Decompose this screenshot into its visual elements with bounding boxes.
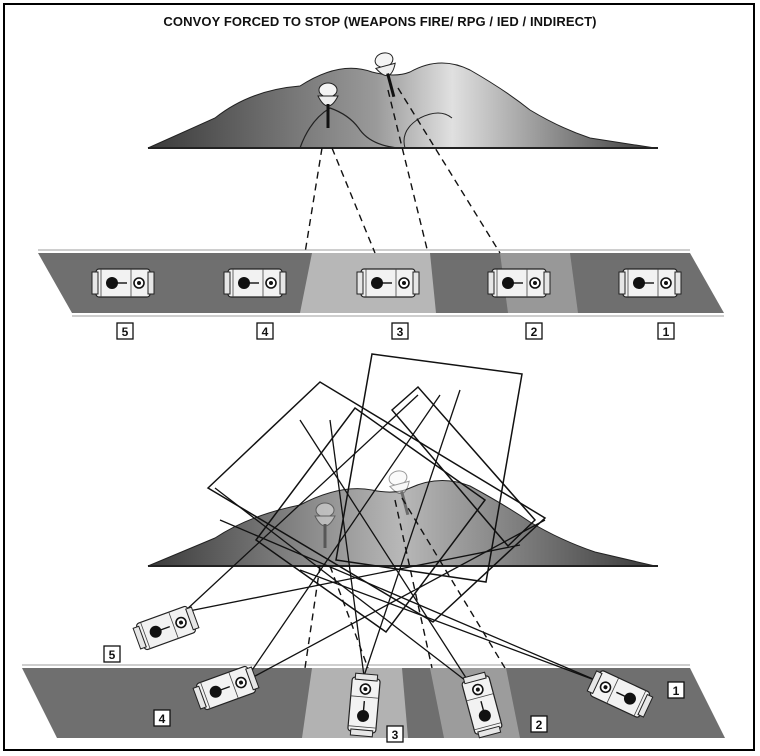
top-label-1: 1 [657, 322, 675, 340]
hill-bottom [147, 480, 656, 567]
top-label-2: 2 [525, 322, 543, 340]
vehicle-3-bottom-icon [346, 672, 382, 738]
vehicle-5-top-icon [91, 268, 155, 298]
top-label-3: 3 [391, 322, 409, 340]
bottom-label-1: 1 [667, 681, 685, 699]
bottom-label-5: 5 [103, 645, 121, 663]
bottom-label-2: 2 [530, 715, 548, 733]
diagram-title: CONVOY FORCED TO STOP (WEAPONS FIRE/ RPG… [163, 14, 597, 29]
vehicle-3-top-icon [356, 268, 420, 298]
vehicle-5-bottom-icon [131, 603, 201, 653]
vehicle-4-top-icon [223, 268, 287, 298]
svg-text:2: 2 [536, 718, 543, 732]
bottom-label-4: 4 [153, 709, 171, 727]
svg-text:4: 4 [159, 712, 166, 726]
top-label-4: 4 [256, 322, 274, 340]
sector-of-fire-4 [390, 385, 537, 548]
svg-text:4: 4 [262, 325, 269, 339]
hill-top [147, 62, 656, 149]
sector-of-fire-1 [335, 353, 523, 583]
vehicle-1-top-icon [618, 268, 682, 298]
svg-text:5: 5 [109, 648, 116, 662]
svg-text:1: 1 [673, 684, 680, 698]
svg-text:5: 5 [122, 325, 129, 339]
vehicle-2-top-icon [487, 268, 551, 298]
top-label-5: 5 [116, 322, 134, 340]
svg-text:3: 3 [397, 325, 404, 339]
bottom-label-3: 3 [386, 725, 404, 743]
svg-text:2: 2 [531, 325, 538, 339]
svg-text:3: 3 [392, 728, 399, 742]
svg-text:1: 1 [663, 325, 670, 339]
